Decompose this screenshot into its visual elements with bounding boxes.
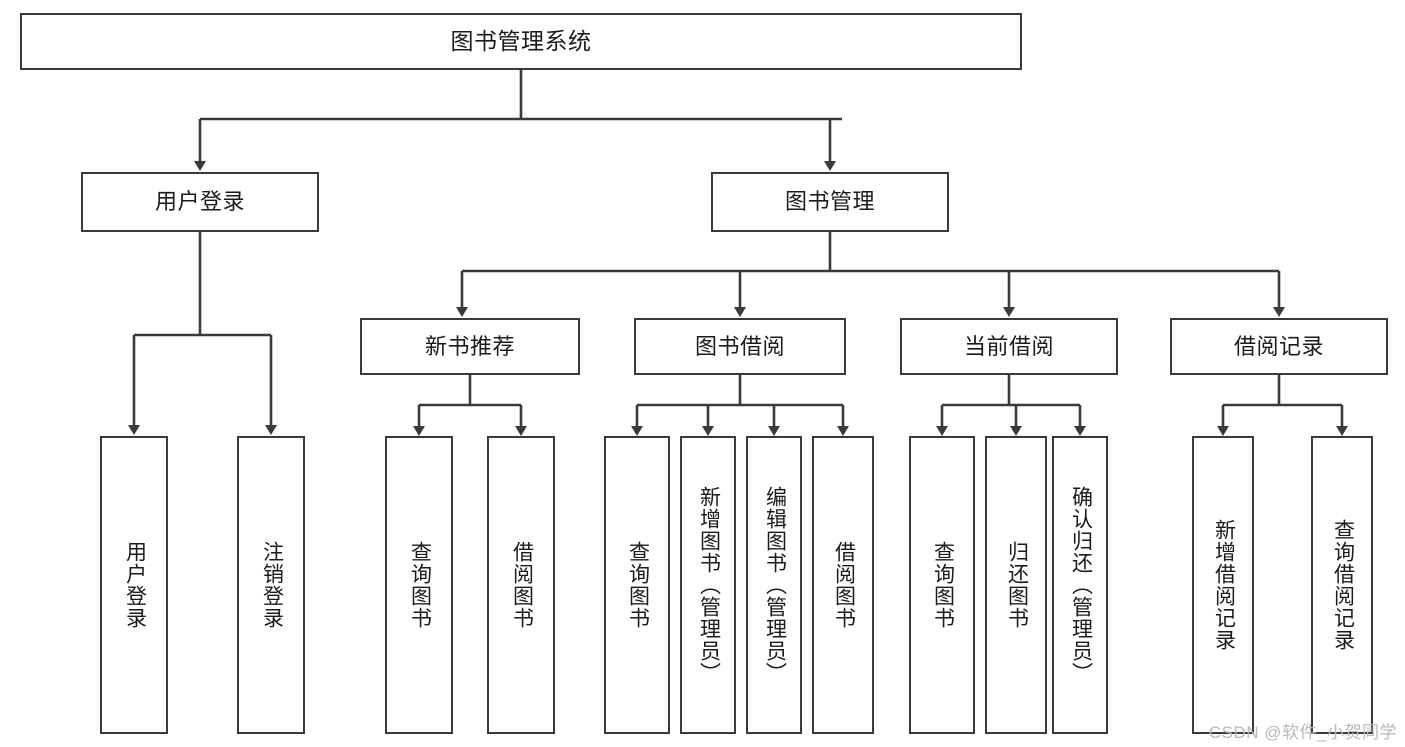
node-label: 图书管理 (784, 189, 875, 215)
node-leaf[interactable]: 新增图书（管理员） (680, 436, 736, 734)
node-label: 查询借阅记录 (1331, 519, 1355, 651)
node-root-system[interactable]: 图书管理系统 (20, 13, 1022, 70)
node-leaf[interactable]: 查询图书 (604, 436, 670, 734)
node-book-management[interactable]: 图书管理 (711, 172, 949, 232)
node-label: 图书管理系统 (450, 28, 592, 55)
node-label: 注销登录 (260, 541, 284, 629)
node-label: 借阅图书 (832, 541, 856, 629)
node-label: 用户登录 (123, 541, 147, 629)
node-label: 图书借阅 (694, 333, 785, 359)
node-book-borrow[interactable]: 图书借阅 (634, 318, 846, 375)
node-new-book-recommend[interactable]: 新书推荐 (360, 318, 580, 375)
node-label: 编辑图书（管理员） (763, 486, 787, 684)
node-label: 用户登录 (154, 189, 245, 215)
node-label: 查询图书 (626, 541, 650, 629)
node-label: 归还图书 (1005, 541, 1029, 629)
node-label: 新增图书（管理员） (697, 486, 721, 684)
node-label: 查询图书 (931, 541, 955, 629)
node-leaf[interactable]: 归还图书 (985, 436, 1047, 734)
node-user-login[interactable]: 用户登录 (81, 172, 319, 232)
node-leaf[interactable]: 新增借阅记录 (1192, 436, 1254, 734)
node-current-borrow[interactable]: 当前借阅 (900, 318, 1118, 375)
node-label: 确认归还（管理员） (1069, 486, 1093, 684)
node-leaf[interactable]: 编辑图书（管理员） (746, 436, 802, 734)
node-label: 新增借阅记录 (1212, 519, 1236, 651)
node-label: 当前借阅 (963, 333, 1054, 359)
watermark: CSDN @软件_小贺同学 (1208, 723, 1397, 742)
node-label: 新书推荐 (424, 333, 515, 359)
node-leaf[interactable]: 注销登录 (237, 436, 305, 734)
node-label: 借阅记录 (1233, 333, 1324, 359)
node-leaf[interactable]: 借阅图书 (487, 436, 555, 734)
node-leaf[interactable]: 确认归还（管理员） (1052, 436, 1108, 734)
node-leaf[interactable]: 查询图书 (385, 436, 453, 734)
node-leaf[interactable]: 查询借阅记录 (1311, 436, 1373, 734)
node-leaf[interactable]: 借阅图书 (812, 436, 874, 734)
node-label: 借阅图书 (510, 541, 534, 629)
node-borrow-record[interactable]: 借阅记录 (1170, 318, 1388, 375)
node-label: 查询图书 (408, 541, 432, 629)
node-leaf[interactable]: 查询图书 (909, 436, 975, 734)
node-leaf[interactable]: 用户登录 (100, 436, 168, 734)
